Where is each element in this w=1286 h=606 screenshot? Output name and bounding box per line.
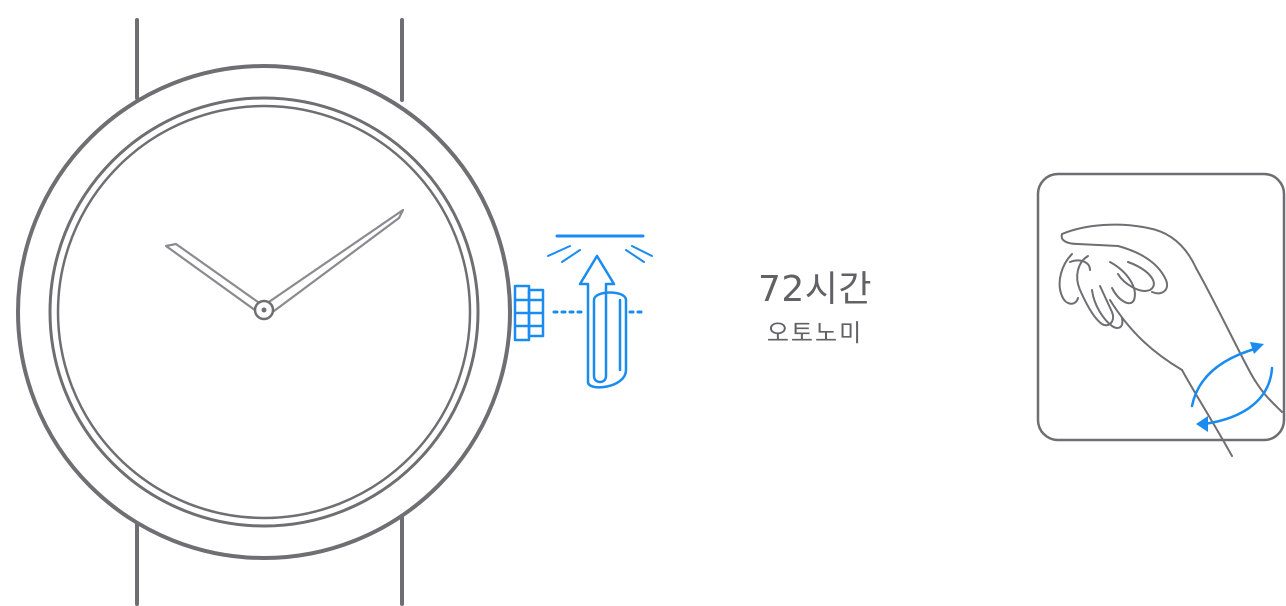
crown-icon — [513, 284, 545, 342]
wrist-motion-icon — [1036, 172, 1286, 457]
autonomy-hours-label: 72시간 — [757, 269, 873, 310]
hand-pivot-center — [261, 307, 267, 313]
rotation-arrows — [1190, 342, 1274, 432]
wrist-panel-frame — [1036, 172, 1286, 442]
watch-dial — [56, 104, 472, 520]
autonomy-caption: 오토노미 — [766, 319, 864, 347]
winding-arrow-icon — [547, 234, 653, 389]
hand-illustration — [1058, 223, 1283, 457]
watch-hands — [164, 208, 405, 321]
watch-bezel — [48, 96, 480, 528]
